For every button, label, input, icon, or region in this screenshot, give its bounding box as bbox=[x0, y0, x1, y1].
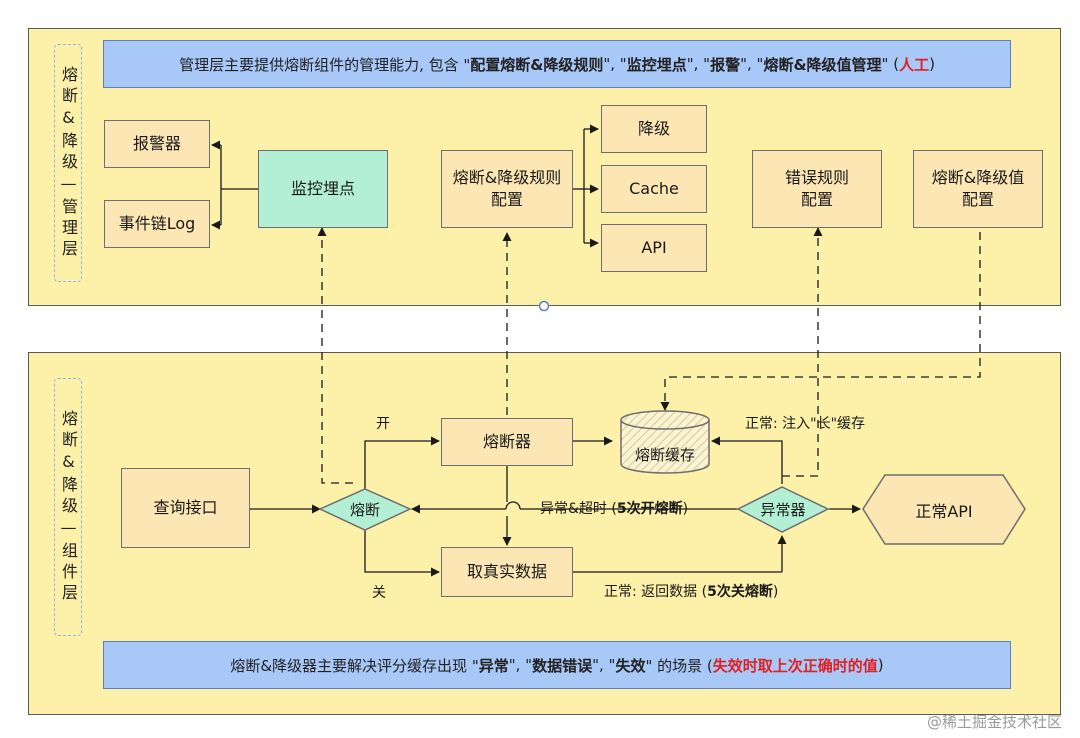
management-banner: 管理层主要提供熔断组件的管理能力, 包含 "配置熔断&降级规则", "监控埋点"… bbox=[103, 40, 1011, 88]
normal-return-end: ) bbox=[772, 584, 779, 600]
decision-diamond bbox=[318, 488, 412, 531]
banner-sep: ", " bbox=[686, 55, 711, 73]
banner-suffix: ) bbox=[877, 656, 884, 674]
banner-prefix: 管理层主要提供熔断组件的管理能力, 包含 " bbox=[179, 55, 471, 74]
breaker-box: 熔断器 bbox=[441, 418, 573, 466]
banner-item-alarm: 报警 bbox=[710, 55, 741, 74]
close-label: 关 bbox=[372, 585, 386, 601]
output-cache-box: Cache bbox=[601, 165, 707, 213]
banner-item-monitor: 监控埋点 bbox=[626, 55, 687, 74]
error-timeout-end: ) bbox=[682, 501, 689, 517]
banner-prefix: 熔断&降级器主要解决评分缓存出现 " bbox=[230, 656, 479, 675]
query-interface-box: 查询接口 bbox=[121, 468, 250, 548]
banner-suffix: ) bbox=[929, 55, 935, 73]
rule-config-box: 熔断&降级规则 配置 bbox=[441, 150, 573, 228]
normal-inject-label: 正常: 注入"长"缓存 bbox=[745, 416, 866, 432]
banner-sep: ", " bbox=[740, 55, 764, 73]
output-api-box: API bbox=[601, 224, 707, 272]
banner-item-expire: 失效 bbox=[615, 656, 646, 675]
cache-cylinder-icon bbox=[620, 410, 710, 474]
banner-suffix: " 的场景 ( bbox=[645, 656, 713, 675]
watermark: @稀土掘金技术社区 bbox=[926, 713, 1062, 731]
normal-return-bold: 5次关熔断 bbox=[707, 584, 773, 600]
monitor-fanout-lines bbox=[211, 140, 258, 230]
value-config-box: 熔断&降级值 配置 bbox=[913, 150, 1043, 228]
junction-dot bbox=[538, 300, 550, 312]
dashed-feedback-lines bbox=[317, 227, 981, 484]
open-label: 开 bbox=[376, 416, 390, 432]
output-degrade-box: 降级 bbox=[601, 105, 707, 153]
banner-highlight-manual: 人工 bbox=[899, 55, 930, 74]
banner-sep: ", " bbox=[508, 656, 533, 674]
monitor-box: 监控埋点 bbox=[258, 150, 388, 228]
fetch-data-box: 取真实数据 bbox=[441, 547, 573, 597]
component-side-label: 熔断&降级—组件层 bbox=[54, 378, 82, 636]
normal-return-label: 正常: 返回数据 (5次关熔断) bbox=[604, 585, 778, 599]
banner-highlight-fallback: 失效时取上次正确时的值 bbox=[712, 656, 878, 675]
banner-sep: ", " bbox=[592, 656, 616, 674]
rule-fanout-lines bbox=[573, 124, 599, 248]
banner-item-config: 配置熔断&降级规则 bbox=[470, 55, 604, 74]
banner-item-data-error: 数据错误 bbox=[532, 656, 593, 675]
management-side-label: 熔断&降级—管理层 bbox=[54, 44, 82, 282]
normal-return-text: 正常: 返回数据 ( bbox=[604, 584, 708, 600]
exception-diamond bbox=[736, 486, 830, 533]
event-log-box: 事件链Log bbox=[104, 200, 210, 248]
banner-item-exception: 异常 bbox=[478, 656, 509, 675]
error-timeout-label: 异常&超时 (5次开熔断) bbox=[540, 502, 688, 516]
normal-api-hexagon bbox=[862, 474, 1026, 545]
banner-sep: ", " bbox=[603, 55, 627, 73]
error-rule-box: 错误规则 配置 bbox=[752, 150, 882, 228]
banner-item-value-manage: 熔断&降级值管理 bbox=[763, 55, 882, 74]
alarm-box: 报警器 bbox=[104, 120, 210, 168]
error-timeout-text: 异常&超时 ( bbox=[540, 501, 617, 517]
component-banner: 熔断&降级器主要解决评分缓存出现 "异常", "数据错误", "失效" 的场景 … bbox=[103, 641, 1011, 689]
error-timeout-bold: 5次开熔断 bbox=[616, 501, 683, 517]
banner-suffix: " ( bbox=[881, 55, 900, 73]
